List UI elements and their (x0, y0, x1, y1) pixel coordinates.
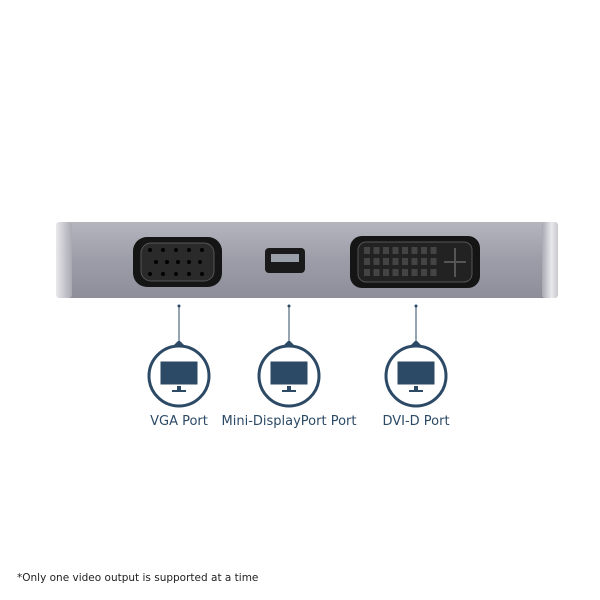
vga-pin (165, 260, 169, 264)
dvi-port (350, 236, 480, 288)
port-callout (257, 304, 321, 408)
dvi-pin (383, 247, 389, 254)
dvi-pin (411, 258, 418, 265)
dvi-pin (421, 247, 427, 254)
vga-pin (200, 248, 204, 252)
port-callout (147, 304, 211, 408)
vga-port (133, 237, 222, 287)
dvi-pin (383, 258, 389, 265)
footnote: *Only one video output is supported at a… (17, 572, 259, 584)
port-callout (384, 304, 448, 408)
vga-pin (148, 248, 152, 252)
dvi-pin (421, 258, 427, 265)
dvi-pin (364, 258, 370, 265)
vga-pin (154, 260, 158, 264)
mini-displayport-port (265, 248, 305, 273)
mini-displayport-port-label: Mini-DisplayPort Port (221, 414, 357, 429)
dvi-pin (402, 247, 408, 254)
vga-pin (187, 260, 191, 264)
vga-pin (161, 272, 165, 276)
dvi-blade (444, 248, 466, 277)
vga-pin (174, 272, 178, 276)
dvi-pin (364, 247, 370, 254)
dvi-pin (373, 269, 380, 276)
dvi-d-port-label: DVI-D Port (382, 414, 450, 429)
vga-pin (174, 248, 178, 252)
dvi-pin (373, 247, 380, 254)
dvi-pin (421, 269, 427, 276)
vga-pin (187, 248, 191, 252)
vga-pin (187, 272, 191, 276)
vga-pin (148, 272, 152, 276)
dvi-pin (373, 258, 380, 265)
dvi-pin (402, 258, 408, 265)
monitor-icon (396, 360, 436, 392)
dvi-pin (411, 247, 418, 254)
dvi-pin (383, 269, 389, 276)
dvi-pin (392, 258, 399, 265)
monitor-icon (269, 360, 309, 392)
dvi-pin (430, 269, 437, 276)
dvi-pin (364, 269, 370, 276)
dvi-pin (392, 269, 399, 276)
vga-pin (200, 272, 204, 276)
vga-pin (176, 260, 180, 264)
vga-port-label: VGA Port (150, 414, 208, 429)
monitor-icon (159, 360, 199, 392)
dvi-pin (411, 269, 418, 276)
dvi-pin (430, 247, 437, 254)
dvi-pin (430, 258, 437, 265)
vga-pin (198, 260, 202, 264)
dvi-pin (402, 269, 408, 276)
vga-pin (161, 248, 165, 252)
dvi-pin (392, 247, 399, 254)
adapter-device (56, 222, 558, 298)
